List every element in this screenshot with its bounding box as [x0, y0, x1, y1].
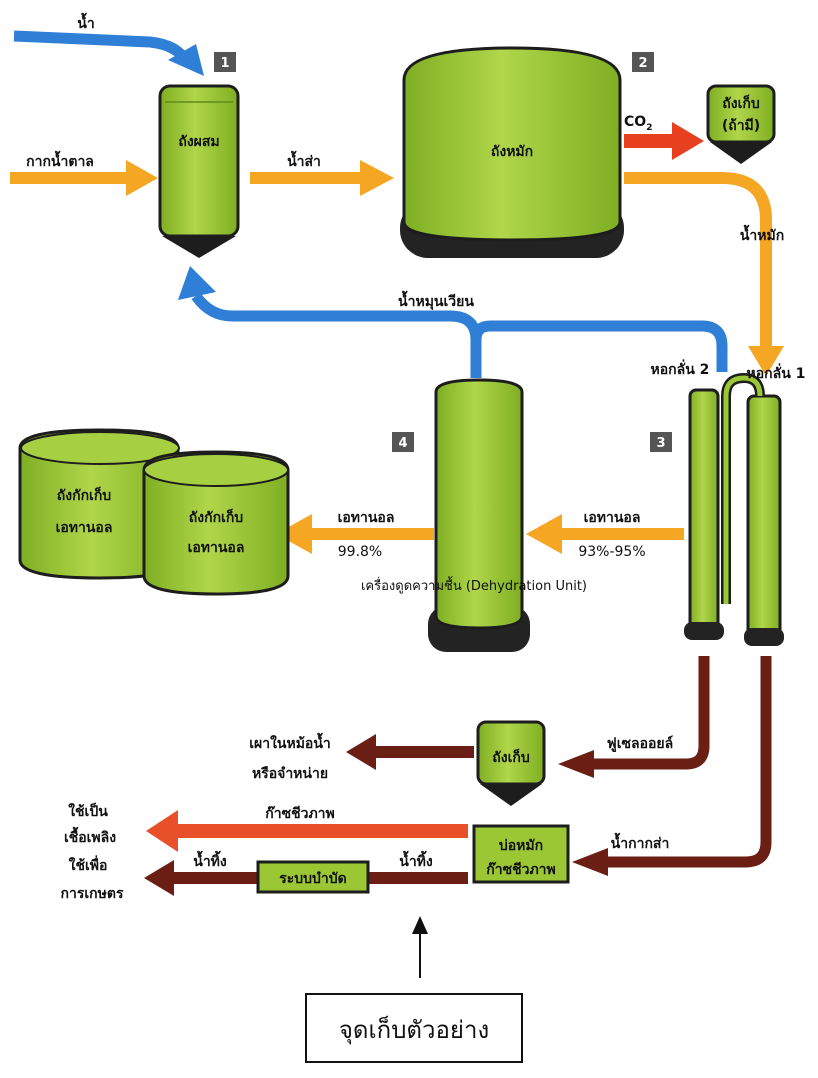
- storage-tank-bottom: [476, 720, 546, 806]
- wastewater-1-arrowhead: [144, 860, 174, 896]
- biogas-label: ก๊าซชีวภาพ: [265, 805, 335, 822]
- column-1-label: หอกลั่น 1: [747, 363, 806, 382]
- stillage-arrowhead: [572, 848, 608, 876]
- fusel-oil-label: ฟูเซลออยล์: [607, 735, 673, 752]
- wastewater-2-arrow: [368, 872, 468, 884]
- sampling-point-box: [305, 993, 523, 1063]
- mash-label: น้ำส่า: [287, 150, 321, 170]
- ethanol-storage-back-label-2: เอทานอล: [56, 520, 113, 536]
- treatment-box: [256, 860, 370, 894]
- ethanol-storage-front-label-1: ถังกักเก็บ: [189, 508, 244, 526]
- recycle-label: น้ำหมุนเวียน: [398, 290, 474, 310]
- storage-bottom-label: ถังเก็บ: [492, 748, 530, 766]
- agri-use-label-2: การเกษตร: [61, 886, 124, 902]
- mash-arrow: [250, 172, 362, 184]
- distillation-column-1: [744, 394, 784, 646]
- water-in-arrow: [13, 30, 191, 65]
- storage-tank-top: [706, 84, 776, 164]
- badge-1: 1: [214, 52, 236, 72]
- biogas-pond-label-2: ก๊าซชีวภาพ: [486, 861, 556, 878]
- stillage-arrow: [606, 656, 772, 868]
- ethanol-in-label-2: 93%-95%: [578, 544, 645, 560]
- co2-label: CO2: [624, 114, 652, 133]
- molasses-arrow: [10, 172, 128, 184]
- ethanol-in-arrowhead: [526, 514, 562, 554]
- biogas-arrowhead: [146, 810, 178, 852]
- fuel-use-label-2: เชื้อเพลิง: [64, 826, 116, 846]
- badge-2: 2: [632, 52, 654, 72]
- ethanol-out-arrowhead: [276, 514, 312, 554]
- burn-sell-arrowhead: [346, 734, 376, 770]
- svg-text:2: 2: [638, 56, 647, 71]
- fermented-arrowhead: [748, 346, 784, 376]
- biogas-pond-box: [472, 824, 570, 884]
- molasses-label: กากน้ำตาล: [26, 150, 94, 170]
- burn-sell-label-1: เผาในหม้อน้ำ: [249, 732, 331, 752]
- fusel-oil-arrowhead: [558, 750, 594, 778]
- sampling-pointer-head: [412, 916, 428, 934]
- stillage-label: น้ำกากส่า: [611, 832, 670, 852]
- mixer-tank-label: ถังผสม: [178, 134, 219, 150]
- ethanol-out-label-2: 99.8%: [338, 544, 382, 560]
- agri-use-label-1: ใช้เพื่อ: [69, 855, 108, 874]
- distillation-column-2: [684, 388, 724, 640]
- co2-arrowhead: [672, 122, 704, 160]
- ethanol-in-arrow: [560, 528, 684, 540]
- co2-arrow: [624, 134, 674, 148]
- dehydration-unit: [428, 378, 530, 652]
- ethanol-in-label-1: เอทานอล: [584, 510, 641, 526]
- storage-top-label-1: ถังเก็บ: [722, 94, 760, 112]
- fermented-arrow: [624, 172, 772, 348]
- burn-sell-arrow: [374, 746, 474, 758]
- badge-4: 4: [392, 432, 414, 452]
- storage-top-label-2: (ถ้ามี): [722, 118, 760, 134]
- fermented-label: น้ำหมัก: [740, 224, 784, 244]
- water-in-label: น้ำ: [77, 12, 94, 32]
- svg-text:4: 4: [398, 436, 407, 451]
- ethanol-out-arrow: [310, 528, 434, 540]
- water-in-arrowhead: [168, 44, 204, 76]
- fusel-oil-arrow: [592, 656, 710, 770]
- ethanol-storage-front: [142, 450, 290, 596]
- sampling-point-label: จุดเก็บตัวอย่าง: [339, 1015, 489, 1045]
- burn-sell-label-2: หรือจำหน่าย: [252, 766, 328, 782]
- ethanol-out-label-1: เอทานอล: [338, 510, 395, 526]
- fermenter-tank-label: ถังหมัก: [491, 144, 533, 160]
- wastewater-1-label: น้ำทิ้ง: [193, 850, 227, 870]
- fermenter-tank: [400, 46, 624, 258]
- column-2-label: หอกลั่น 2: [651, 359, 710, 378]
- dehydration-label: เครื่องดูดความชื้น (Dehydration Unit): [361, 576, 587, 594]
- recycle-arrow: [191, 292, 728, 378]
- ethanol-storage-front-label-2: เอทานอล: [188, 540, 245, 556]
- svg-text:3: 3: [656, 436, 665, 451]
- molasses-arrowhead: [126, 160, 158, 196]
- wastewater-1-arrow: [172, 872, 258, 884]
- ethanol-storage-back-label-1: ถังกักเก็บ: [57, 486, 112, 504]
- badge-3: 3: [650, 432, 672, 452]
- treatment-label: ระบบบำบัด: [279, 871, 347, 887]
- fuel-use-label-1: ใช้เป็น: [68, 802, 108, 820]
- biogas-arrow: [176, 824, 468, 838]
- mixer-tank: [158, 84, 240, 258]
- mash-arrowhead: [360, 160, 394, 196]
- wastewater-2-label: น้ำทิ้ง: [399, 850, 433, 870]
- svg-text:1: 1: [220, 56, 229, 71]
- recycle-arrowhead: [178, 266, 216, 300]
- biogas-pond-label-1: บ่อหมัก: [499, 838, 543, 854]
